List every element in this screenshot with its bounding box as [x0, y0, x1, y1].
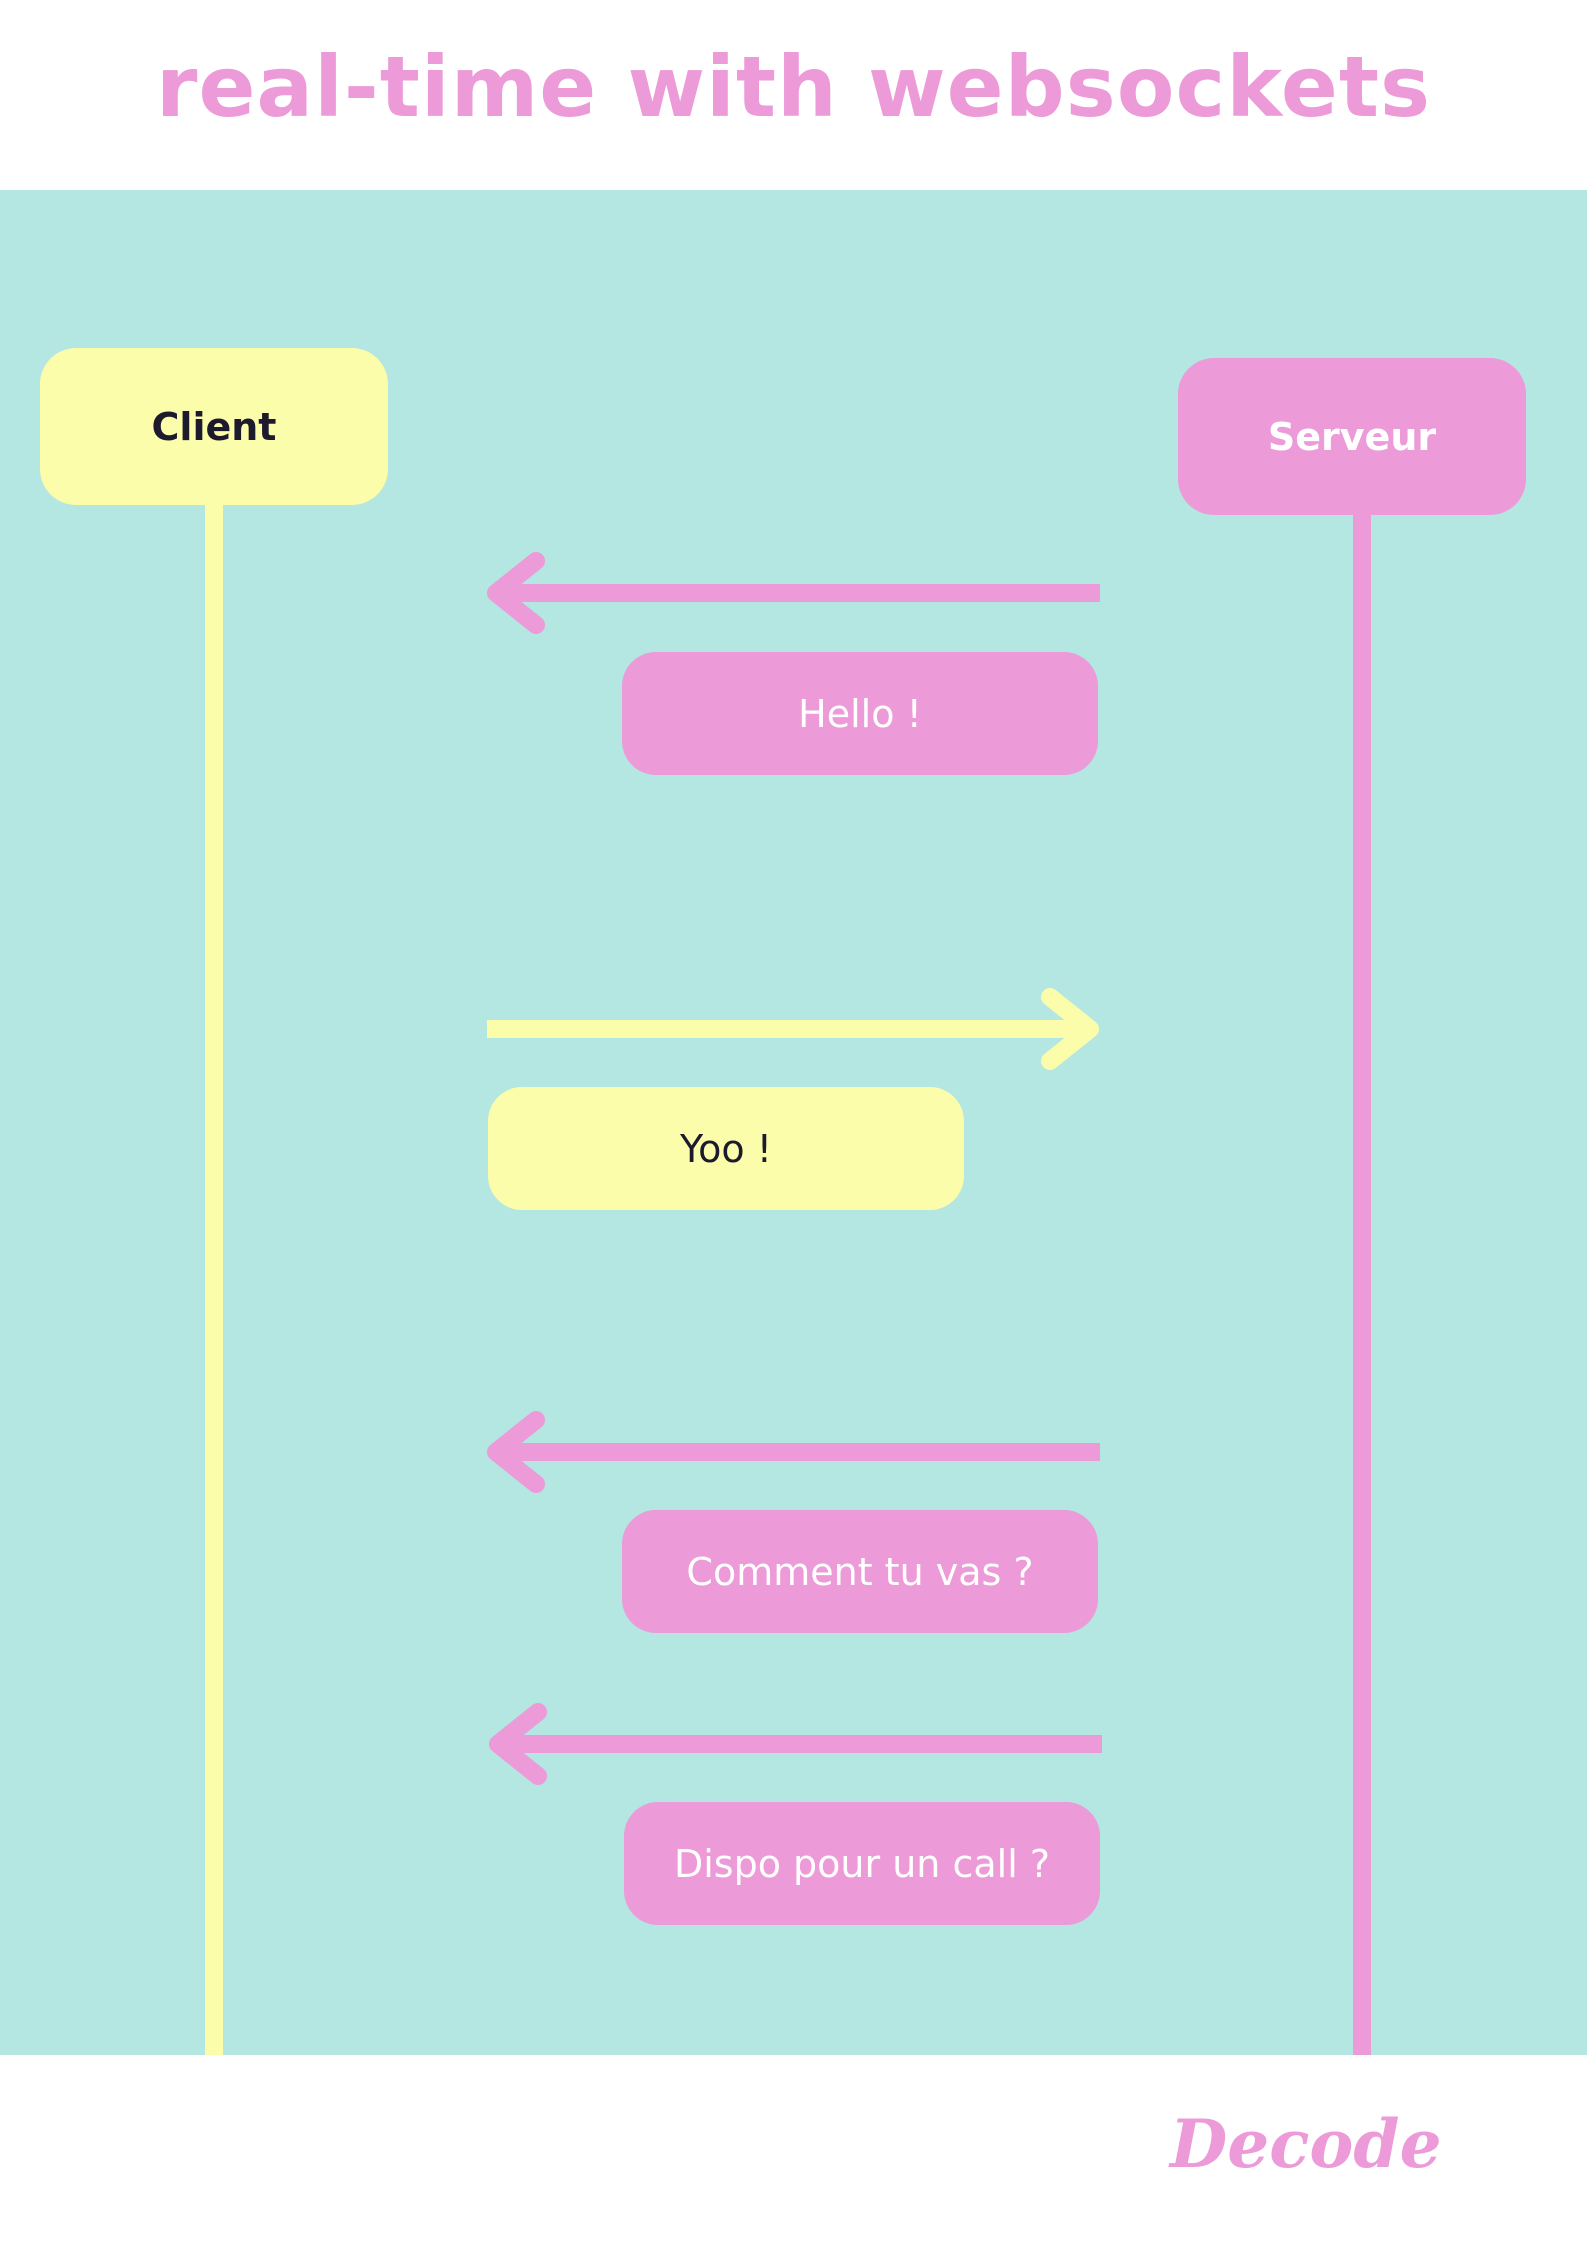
client-actor: Client: [40, 348, 388, 505]
brand-logo: Decode: [1170, 2105, 1442, 2183]
message-bubble-4: Dispo pour un call ?: [624, 1802, 1100, 1925]
message-bubble-3: Comment tu vas ?: [622, 1510, 1098, 1633]
server-lifeline: [1353, 512, 1371, 2055]
message-text: Yoo !: [680, 1126, 772, 1171]
message-bubble-1: Hello !: [622, 652, 1098, 775]
client-actor-label: Client: [151, 404, 277, 449]
arrow-2-client-to-server: [487, 988, 1099, 1070]
message-bubble-2: Yoo !: [488, 1087, 964, 1210]
page-title: real-time with websockets: [156, 38, 1431, 136]
server-actor: Serveur: [1178, 358, 1526, 515]
client-lifeline: [205, 505, 223, 2055]
server-actor-label: Serveur: [1267, 414, 1437, 459]
message-text: Hello !: [798, 691, 922, 736]
arrow-1-server-to-client: [487, 552, 1100, 634]
message-text: Comment tu vas ?: [686, 1549, 1034, 1594]
arrow-3-server-to-client: [487, 1411, 1100, 1493]
arrow-4-server-to-client: [489, 1703, 1102, 1785]
message-text: Dispo pour un call ?: [673, 1841, 1050, 1886]
